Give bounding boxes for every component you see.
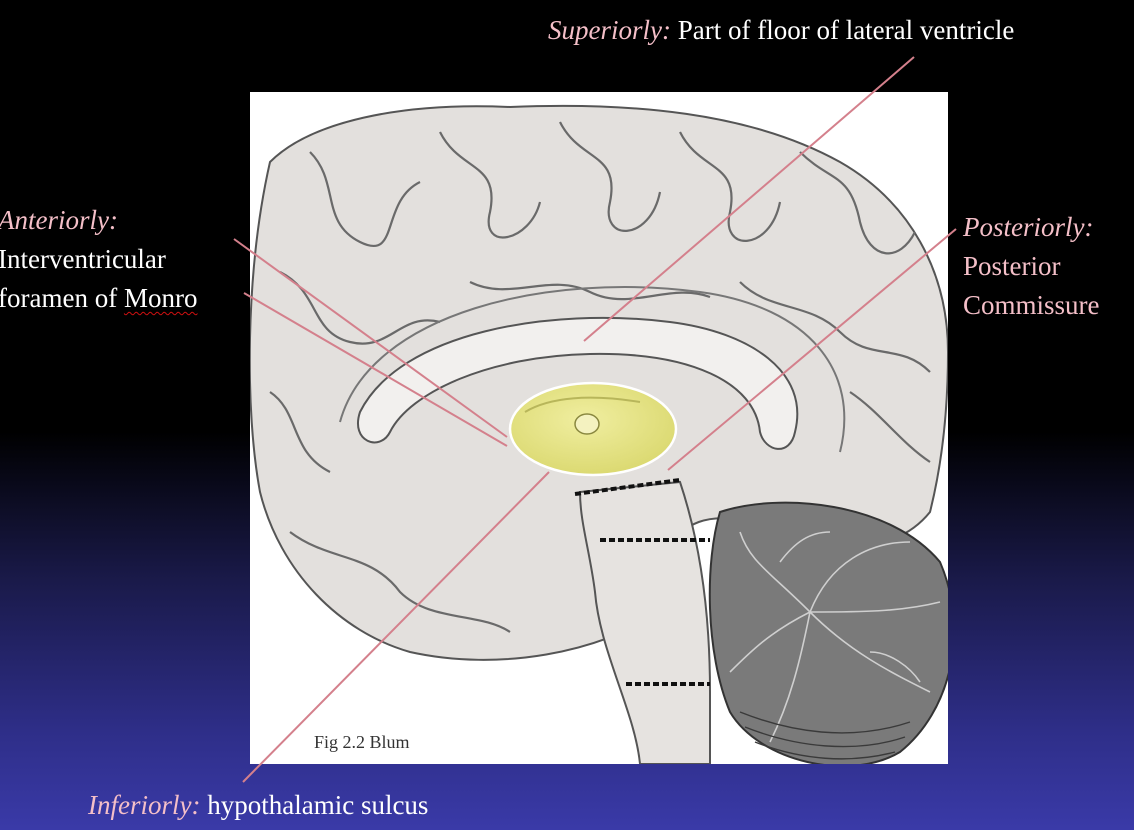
brainstem-divisions — [574, 478, 710, 686]
brainstem — [578, 480, 711, 764]
cingulate-sulcus — [339, 286, 846, 453]
interthalamic-adhesion — [574, 413, 600, 435]
label-anteriorly-line2: foramen of Monro — [0, 279, 197, 318]
label-anteriorly: Anteriorly: Interventricular foramen of … — [0, 201, 197, 318]
gyri-lines — [269, 121, 931, 633]
label-superiorly: Superiorly: Part of floor of lateral ven… — [548, 11, 1014, 50]
label-inferiorly-text: hypothalamic sulcus — [200, 790, 429, 820]
label-superiorly-term: Superiorly: — [548, 15, 671, 45]
label-anteriorly-line2a: foramen of — [0, 283, 124, 313]
leader-line-anterior-1 — [233, 238, 508, 438]
label-anteriorly-monro: Monro — [123, 283, 198, 313]
label-posteriorly-line1: Posterior — [963, 251, 1061, 281]
corpus-callosum — [357, 316, 799, 450]
label-posteriorly-term: Posteriorly: — [963, 212, 1094, 242]
leader-line-anterior-2 — [243, 292, 508, 447]
brain-illustration — [250, 104, 948, 764]
leader-line-inferior — [242, 471, 550, 783]
label-posteriorly-line2: Commissure — [963, 290, 1100, 320]
label-anteriorly-term: Anteriorly: — [0, 205, 118, 235]
leader-line-superior — [583, 56, 915, 342]
label-superiorly-text: Part of floor of lateral ventricle — [670, 15, 1015, 45]
figure-caption: Fig 2.2 Blum — [314, 732, 410, 752]
label-posteriorly: Posteriorly: Posterior Commissure — [963, 208, 1100, 325]
label-inferiorly: Inferiorly: hypothalamic sulcus — [88, 786, 428, 825]
cerebellum — [708, 501, 948, 764]
label-inferiorly-term: Inferiorly: — [88, 790, 201, 820]
brain-midsagittal-figure: Fig 2.2 Blum — [250, 92, 948, 764]
thalamus-stria — [524, 396, 641, 413]
leader-line-posterior — [667, 228, 957, 471]
label-anteriorly-line1: Interventricular — [0, 244, 166, 274]
